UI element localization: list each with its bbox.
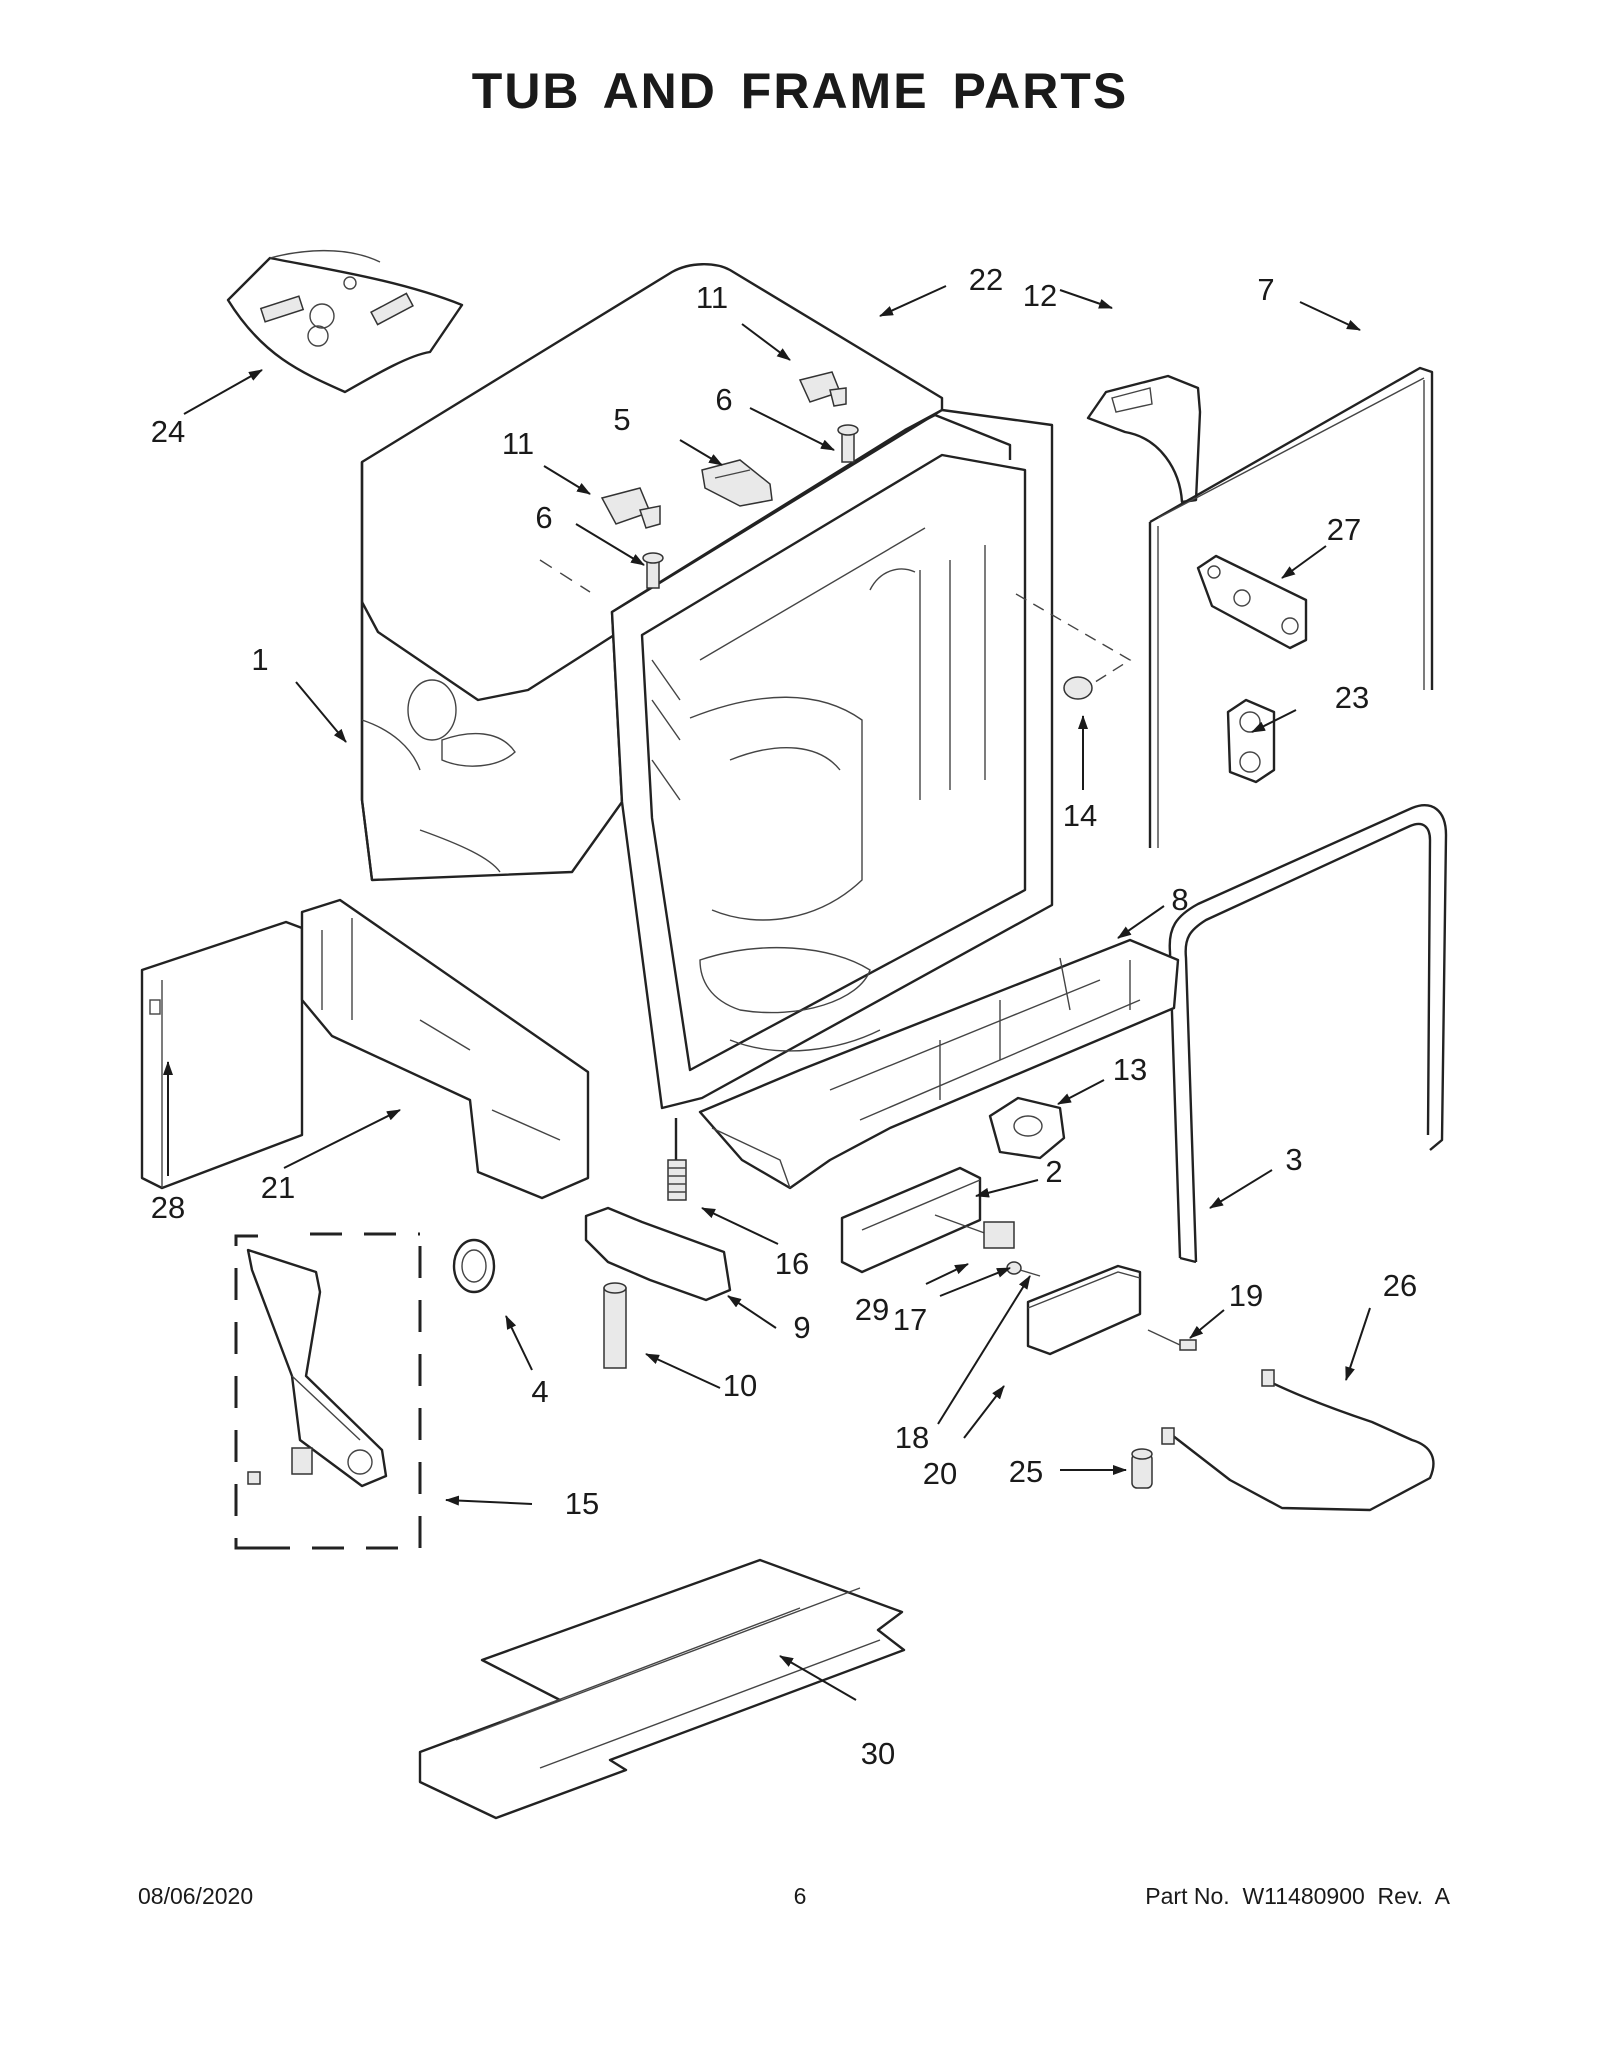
part-12-bracket xyxy=(1086,374,1202,504)
callout-6-upper: 6 xyxy=(715,382,732,417)
callout-15: 15 xyxy=(565,1486,599,1521)
part-14-plug xyxy=(1063,676,1093,700)
callout-12: 12 xyxy=(1023,278,1057,313)
part-27-hinge-link xyxy=(1196,554,1308,650)
part-9-base-cup xyxy=(584,1206,732,1302)
callout-20: 20 xyxy=(923,1456,957,1491)
callout-18: 18 xyxy=(895,1420,929,1455)
part-8-base xyxy=(698,938,1180,1190)
part-6-screw-upper xyxy=(837,424,859,463)
part-28-kick-plate xyxy=(140,920,304,1190)
callout-7: 7 xyxy=(1257,272,1274,307)
callout-10: 10 xyxy=(723,1368,757,1403)
callout-16: 16 xyxy=(775,1246,809,1281)
part-4-wheel xyxy=(452,1238,496,1294)
callout-6-lower: 6 xyxy=(535,500,552,535)
part-2-switch xyxy=(983,1221,1015,1249)
callout-28: 28 xyxy=(151,1190,185,1225)
part-16-leveling-leg xyxy=(667,1118,687,1201)
part-20-control-box xyxy=(1026,1264,1142,1356)
callout-24: 24 xyxy=(151,414,185,449)
part-30-insulation xyxy=(418,1558,906,1820)
callout-22: 22 xyxy=(969,262,1003,297)
part-26-wire-harness xyxy=(1161,1369,1435,1512)
callout-17: 17 xyxy=(893,1302,927,1337)
callout-5: 5 xyxy=(613,402,630,437)
callout-29: 29 xyxy=(855,1292,889,1327)
part-19-screw xyxy=(1147,1329,1197,1351)
callout-8: 8 xyxy=(1171,882,1188,917)
footer-part-number: Part No. W11480900 Rev. A xyxy=(1145,1883,1450,1909)
part-5-bracket xyxy=(701,459,773,507)
callout-21: 21 xyxy=(261,1170,295,1205)
callout-4: 4 xyxy=(531,1374,548,1409)
callout-3: 3 xyxy=(1285,1142,1302,1177)
callout-23: 23 xyxy=(1335,680,1369,715)
callout-14: 14 xyxy=(1063,798,1097,833)
callout-27: 27 xyxy=(1327,512,1361,547)
part-24-hardware-bag xyxy=(226,249,464,394)
callout-9: 9 xyxy=(793,1310,810,1345)
part-11-bracket-upper xyxy=(798,371,847,407)
callout-1: 1 xyxy=(251,642,268,677)
part-7-side-gasket xyxy=(1148,366,1434,848)
part-10-leg xyxy=(603,1282,627,1369)
part-29-sensor-housing xyxy=(840,1166,991,1274)
part-13-cover xyxy=(988,1096,1066,1160)
part-6-screw-lower xyxy=(642,552,664,589)
callout-11-upper: 11 xyxy=(696,280,728,315)
part-3-bottom-gasket xyxy=(1168,804,1448,1264)
part-1-22-tub-assembly xyxy=(360,263,1054,1110)
part-23-roller xyxy=(1226,698,1276,784)
part-25-bushing xyxy=(1131,1448,1153,1489)
part-17-screw xyxy=(1006,1261,1041,1277)
callout-25: 25 xyxy=(1009,1454,1043,1489)
callout-19: 19 xyxy=(1229,1278,1263,1313)
part-15-latch-assembly xyxy=(234,1232,422,1550)
footer-page-number: 6 xyxy=(793,1883,807,1909)
footer-date: 08/06/2020 xyxy=(138,1883,254,1909)
callout-26: 26 xyxy=(1383,1268,1417,1303)
page-title: TUB AND FRAME PARTS xyxy=(471,63,1129,119)
callout-2: 2 xyxy=(1045,1154,1062,1189)
callout-13: 13 xyxy=(1113,1052,1147,1087)
part-11-bracket-lower xyxy=(600,487,661,529)
part-21-frame xyxy=(300,898,590,1200)
callout-11-lower: 11 xyxy=(502,426,534,461)
callout-30: 30 xyxy=(861,1736,895,1771)
